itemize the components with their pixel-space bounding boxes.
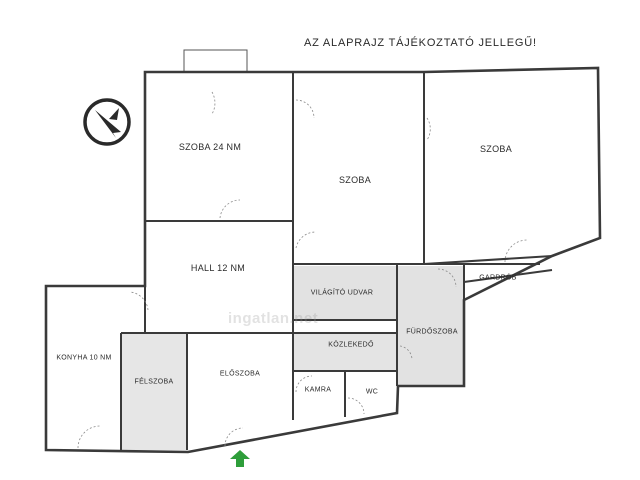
entrance-arrow-icon (230, 450, 250, 467)
interior-walls (120, 72, 553, 450)
disclaimer-note: AZ ALAPRAJZ TÁJÉKOZTATÓ JELLEGŰ! (304, 37, 537, 49)
room-label-kamra: KAMRA (304, 386, 332, 394)
kozlekedo-area (293, 333, 396, 371)
room-label-szoba-24: SZOBA 24 NM (178, 142, 242, 152)
room-label-wc: WC (365, 388, 379, 396)
door-swings (77, 91, 528, 449)
room-label-eloszoba: ELŐSZOBA (219, 370, 261, 378)
outer-walls (44, 66, 602, 454)
watermark: ingatlan.net (228, 310, 319, 327)
room-label-szoba-middle: SZOBA (338, 175, 372, 185)
felszoba-area (121, 333, 187, 450)
compass-north-arrow-icon (83, 98, 131, 146)
furdoszoba-area (397, 266, 464, 385)
room-label-kozlekedo: KÖZLEKEDŐ (328, 341, 374, 349)
room-label-gardrob: GARDRÓB (479, 274, 517, 282)
balcony (183, 49, 248, 73)
room-label-konyha: KONYHA 10 NM (56, 354, 112, 362)
vilagito-udvar-area (293, 266, 396, 320)
room-label-hall: HALL 12 NM (190, 263, 246, 273)
room-label-szoba-right: SZOBA (479, 144, 513, 154)
room-label-furdoszoba: FÜRDŐSZOBA (406, 328, 458, 336)
room-label-vilagito-udvar: VILÁGÍTÓ UDVAR (310, 289, 374, 297)
room-label-felszoba: FÉLSZOBA (134, 378, 174, 386)
